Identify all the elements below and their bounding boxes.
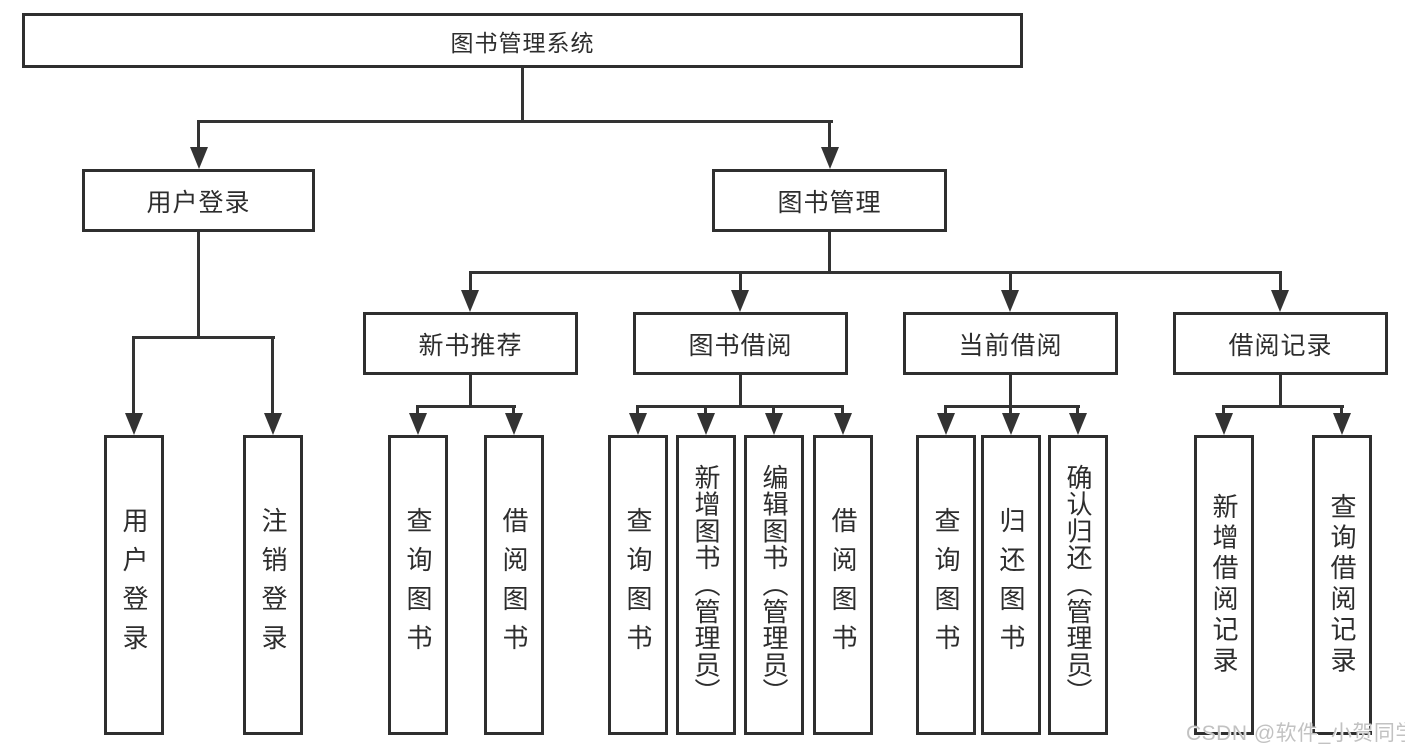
node-borrow-books-borrowing: 借阅图书 (813, 435, 873, 735)
connector-line (521, 68, 524, 121)
arrow-down-icon (125, 413, 143, 435)
connector-line (197, 120, 833, 123)
connector-line (512, 405, 515, 416)
node-label: 查询借阅记录 (1327, 492, 1357, 678)
arrow-down-icon (834, 413, 852, 435)
node-label: 借阅图书 (499, 507, 529, 663)
arrow-down-icon (1001, 290, 1019, 312)
node-search-books-recommend: 查询图书 (388, 435, 448, 735)
node-add-borrow-record: 新增借阅记录 (1194, 435, 1254, 735)
connector-line (1009, 271, 1012, 292)
node-label: 新书推荐 (418, 331, 523, 360)
node-add-books-admin: 新增图书（管理员） (676, 435, 736, 735)
connector-line (636, 405, 639, 416)
node-book-management: 图书管理 (712, 169, 947, 232)
connector-line (416, 405, 516, 408)
arrow-down-icon (1069, 413, 1087, 435)
node-label: 借阅图书 (828, 507, 858, 663)
connector-line (944, 405, 947, 416)
node-label: 新增图书（管理员） (691, 464, 721, 706)
connector-line (772, 405, 775, 416)
arrow-down-icon (697, 413, 715, 435)
csdn-watermark: CSDN @软件_小贺同学 (1186, 722, 1405, 745)
node-label: 图书借阅 (688, 331, 793, 360)
connector-line (197, 232, 200, 336)
connector-line (828, 120, 831, 150)
node-borrowing-records: 借阅记录 (1173, 312, 1388, 375)
connector-line (133, 336, 275, 339)
arrow-down-icon (1333, 413, 1351, 435)
arrow-down-icon (629, 413, 647, 435)
connector-line (636, 405, 844, 408)
connector-line (271, 336, 274, 416)
node-label: 注销登录 (258, 507, 288, 663)
arrow-down-icon (731, 290, 749, 312)
arrow-down-icon (505, 413, 523, 435)
node-confirm-return-admin: 确认归还（管理员） (1048, 435, 1108, 735)
node-return-books: 归还图书 (981, 435, 1041, 735)
arrow-down-icon (409, 413, 427, 435)
node-library-management-system: 图书管理系统 (22, 13, 1023, 68)
connector-line (1340, 405, 1343, 416)
arrow-down-icon (264, 413, 282, 435)
arrow-down-icon (1271, 290, 1289, 312)
node-label: 当前借阅 (958, 331, 1063, 360)
node-new-book-recommendation: 新书推荐 (363, 312, 578, 375)
node-logout: 注销登录 (243, 435, 303, 735)
node-label: 查询图书 (403, 507, 433, 663)
node-current-borrowing: 当前借阅 (903, 312, 1118, 375)
arrow-down-icon (937, 413, 955, 435)
node-label: 图书管理系统 (450, 29, 595, 56)
node-label: 借阅记录 (1228, 331, 1333, 360)
connector-line (841, 405, 844, 416)
connector-line (1009, 405, 1012, 416)
node-borrow-books-recommend: 借阅图书 (484, 435, 544, 735)
arrow-down-icon (765, 413, 783, 435)
arrow-down-icon (461, 290, 479, 312)
node-label: 查询图书 (623, 507, 653, 663)
node-label: 图书管理 (777, 188, 882, 217)
connector-line (739, 271, 742, 292)
connector-line (132, 336, 135, 416)
connector-line (1222, 405, 1344, 408)
connector-line (704, 405, 707, 416)
node-search-books-current: 查询图书 (916, 435, 976, 735)
node-label: 归还图书 (996, 507, 1026, 663)
connector-line (197, 120, 200, 150)
connector-line (1076, 405, 1079, 416)
connector-line (1279, 271, 1282, 292)
node-label: 用户登录 (119, 507, 149, 663)
connector-line (828, 232, 831, 271)
arrow-down-icon (1215, 413, 1233, 435)
node-label: 确认归还（管理员） (1063, 464, 1093, 706)
connector-line (469, 271, 1282, 274)
node-book-borrowing: 图书借阅 (633, 312, 848, 375)
node-user-login: 用户登录 (82, 169, 315, 232)
connector-line (469, 375, 472, 405)
node-label: 用户登录 (146, 188, 251, 217)
connector-line (739, 375, 742, 405)
connector-line (1222, 405, 1225, 416)
arrow-down-icon (190, 147, 208, 169)
node-user-login-leaf: 用户登录 (104, 435, 164, 735)
connector-line (416, 405, 419, 416)
node-search-borrow-record: 查询借阅记录 (1312, 435, 1372, 735)
connector-line (1279, 375, 1282, 405)
arrow-down-icon (1002, 413, 1020, 435)
connector-line (944, 405, 1080, 408)
arrow-down-icon (821, 147, 839, 169)
node-label: 编辑图书（管理员） (759, 464, 789, 706)
connector-line (1009, 375, 1012, 405)
node-search-books-borrowing: 查询图书 (608, 435, 668, 735)
connector-line (469, 271, 472, 292)
node-label: 查询图书 (931, 507, 961, 663)
node-edit-books-admin: 编辑图书（管理员） (744, 435, 804, 735)
node-label: 新增借阅记录 (1209, 492, 1239, 678)
